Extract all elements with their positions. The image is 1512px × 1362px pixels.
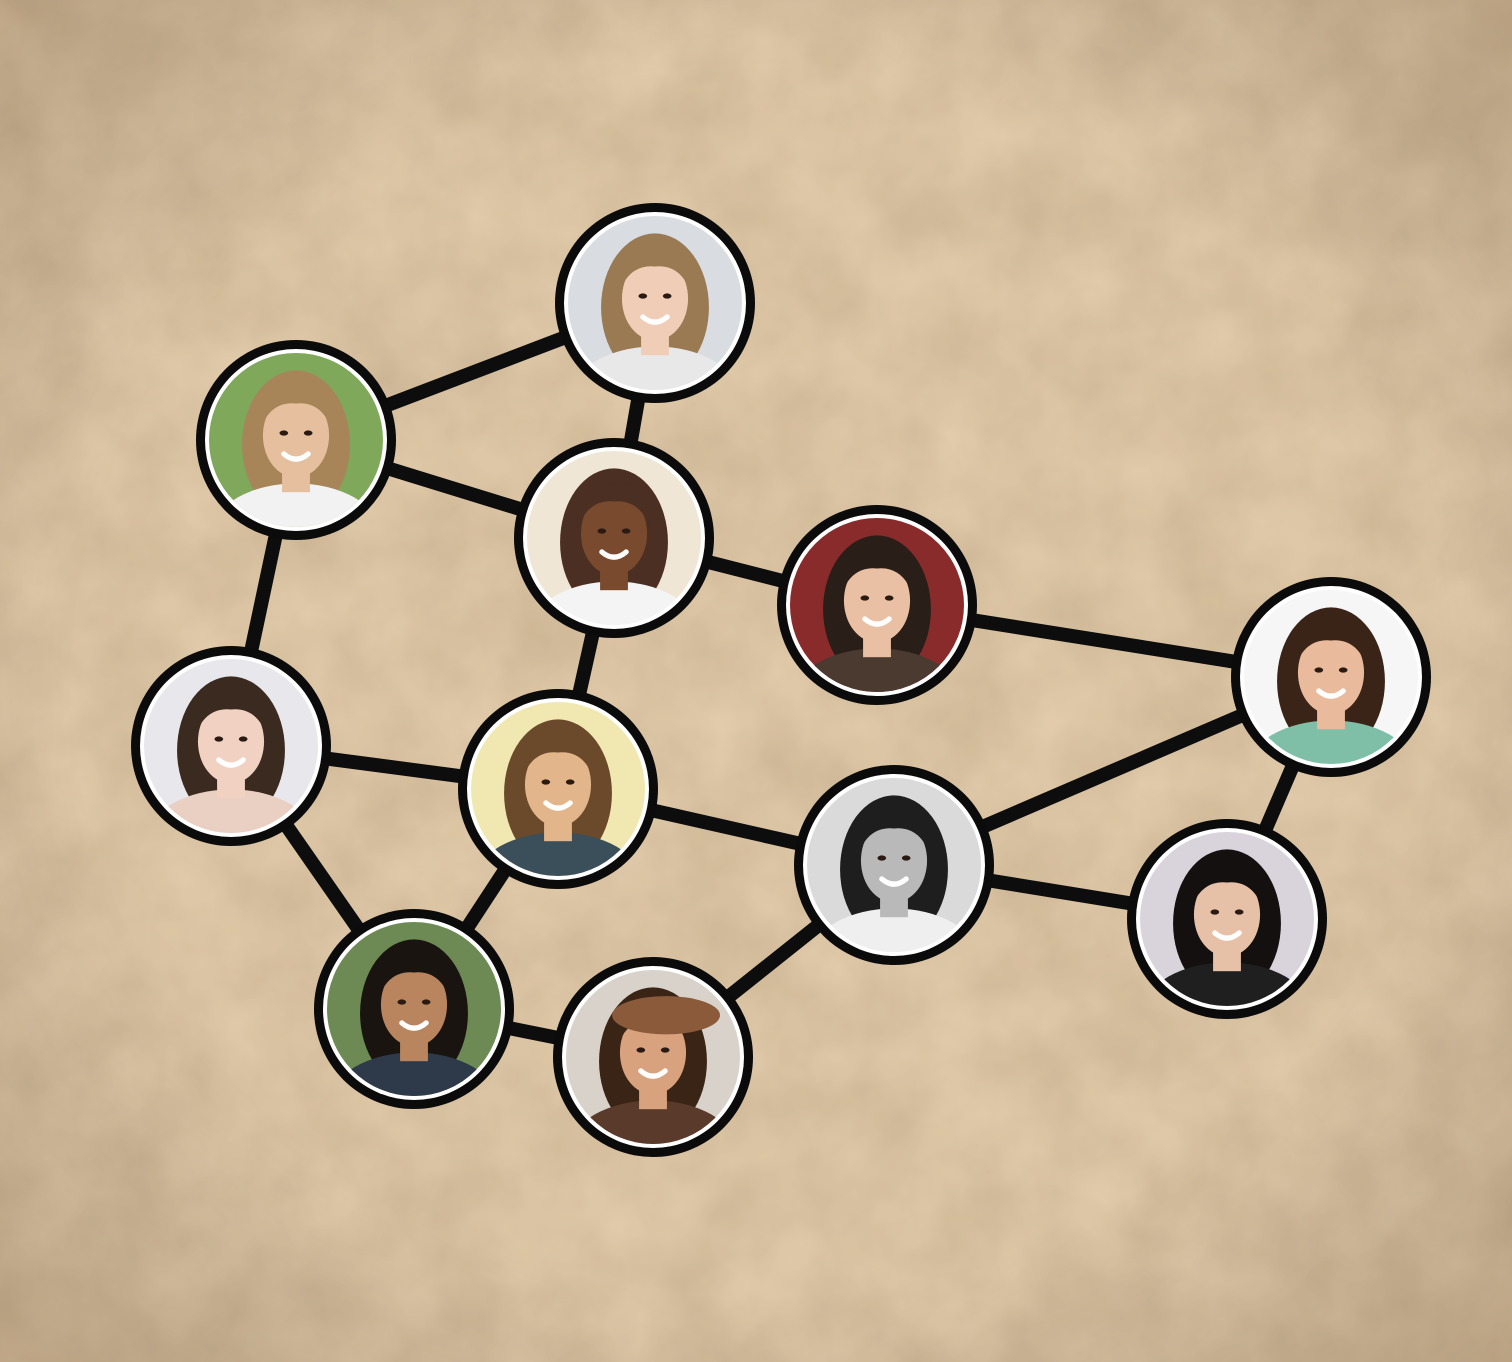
avatar [144, 659, 318, 833]
profile-node-woman-blonde-top [555, 203, 755, 403]
avatar [790, 518, 964, 692]
profile-node-man-bw-smiling [794, 765, 994, 965]
avatar [209, 353, 383, 527]
profile-node-woman-braids [514, 438, 714, 638]
avatar [1244, 590, 1418, 764]
profile-node-man-beard-glasses [458, 689, 658, 889]
avatar [527, 451, 701, 625]
avatar [327, 922, 501, 1096]
avatar [807, 778, 981, 952]
profile-node-girl-pink-headband [1231, 577, 1431, 777]
avatar [568, 216, 742, 390]
profile-node-man-glasses-scarf [777, 505, 977, 705]
avatar [566, 970, 740, 1144]
avatar [471, 702, 645, 876]
profile-nodes [131, 203, 1431, 1157]
profile-node-girl-brown-hat [553, 957, 753, 1157]
profile-node-man-dark-hair [314, 909, 514, 1109]
profile-node-man-blond-park [196, 340, 396, 540]
avatar [1140, 832, 1314, 1006]
profile-node-woman-asian [1127, 819, 1327, 1019]
profile-node-woman-dark-hair [131, 646, 331, 846]
